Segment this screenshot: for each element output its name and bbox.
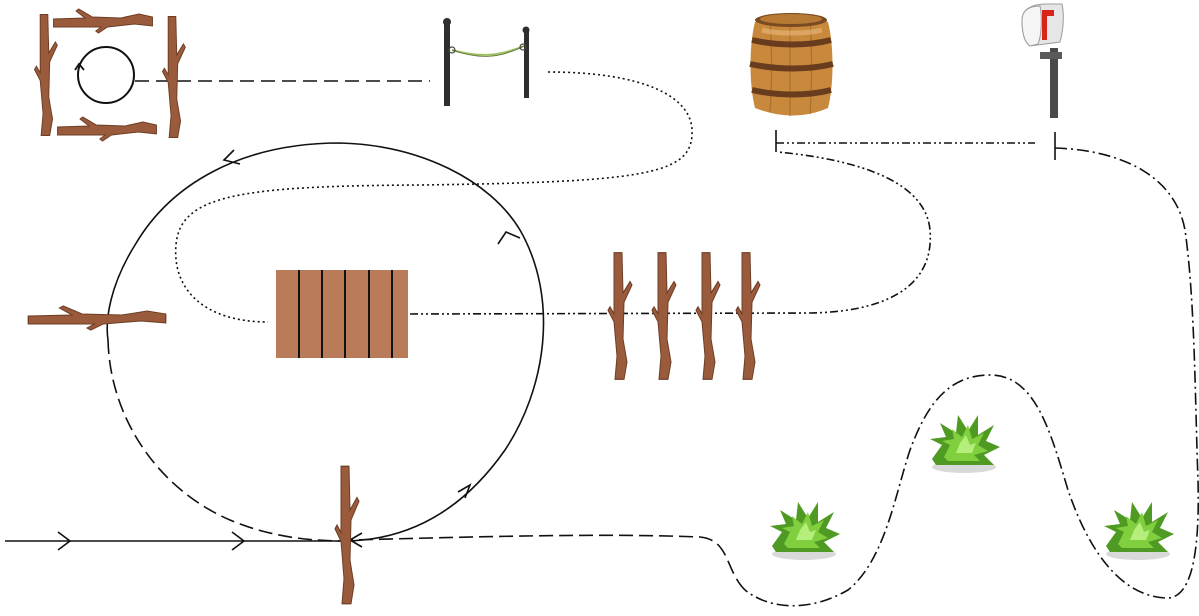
stick-square-icon bbox=[33, 8, 186, 142]
mailbox-icon bbox=[1021, 3, 1064, 118]
rope-gate-icon bbox=[443, 18, 530, 106]
bush-icon bbox=[770, 502, 840, 560]
arrow-icon bbox=[457, 483, 472, 499]
bush-icon bbox=[930, 415, 1000, 473]
start-stick bbox=[334, 465, 360, 605]
arrow-icon bbox=[497, 231, 521, 245]
barrel-icon bbox=[749, 13, 834, 116]
arrow-icon bbox=[57, 531, 72, 551]
arrow-icon bbox=[231, 531, 246, 551]
single-stick-left bbox=[27, 305, 167, 331]
big-loop-solid bbox=[106, 142, 545, 542]
bushes-to-start-line bbox=[349, 534, 746, 591]
arrow-icon bbox=[222, 149, 241, 165]
big-loop-dashed bbox=[107, 339, 346, 542]
stick-row-icon bbox=[607, 252, 761, 380]
gate-to-plank-line bbox=[174, 71, 693, 323]
plank-icon bbox=[276, 270, 408, 358]
bush-icon bbox=[1104, 502, 1174, 560]
